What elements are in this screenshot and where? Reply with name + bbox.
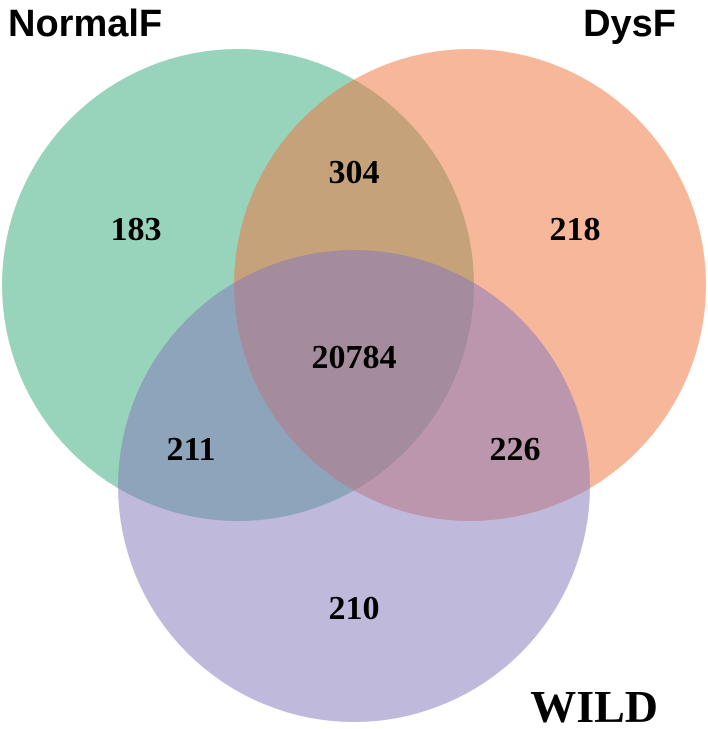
count-dysf-only: 218	[550, 211, 601, 248]
count-wild-only: 210	[329, 590, 380, 627]
count-normalf-wild: 211	[166, 431, 215, 468]
wild-label: WILD	[530, 681, 658, 729]
count-all-three: 20784	[312, 339, 397, 376]
count-dysf-wild: 226	[490, 431, 541, 468]
count-normalf-dysf: 304	[329, 154, 380, 191]
count-normalf-only: 183	[111, 211, 162, 248]
wild-circle	[118, 250, 590, 722]
normalf-label: NormalF	[8, 3, 162, 45]
dysf-label: DysF	[583, 3, 676, 45]
